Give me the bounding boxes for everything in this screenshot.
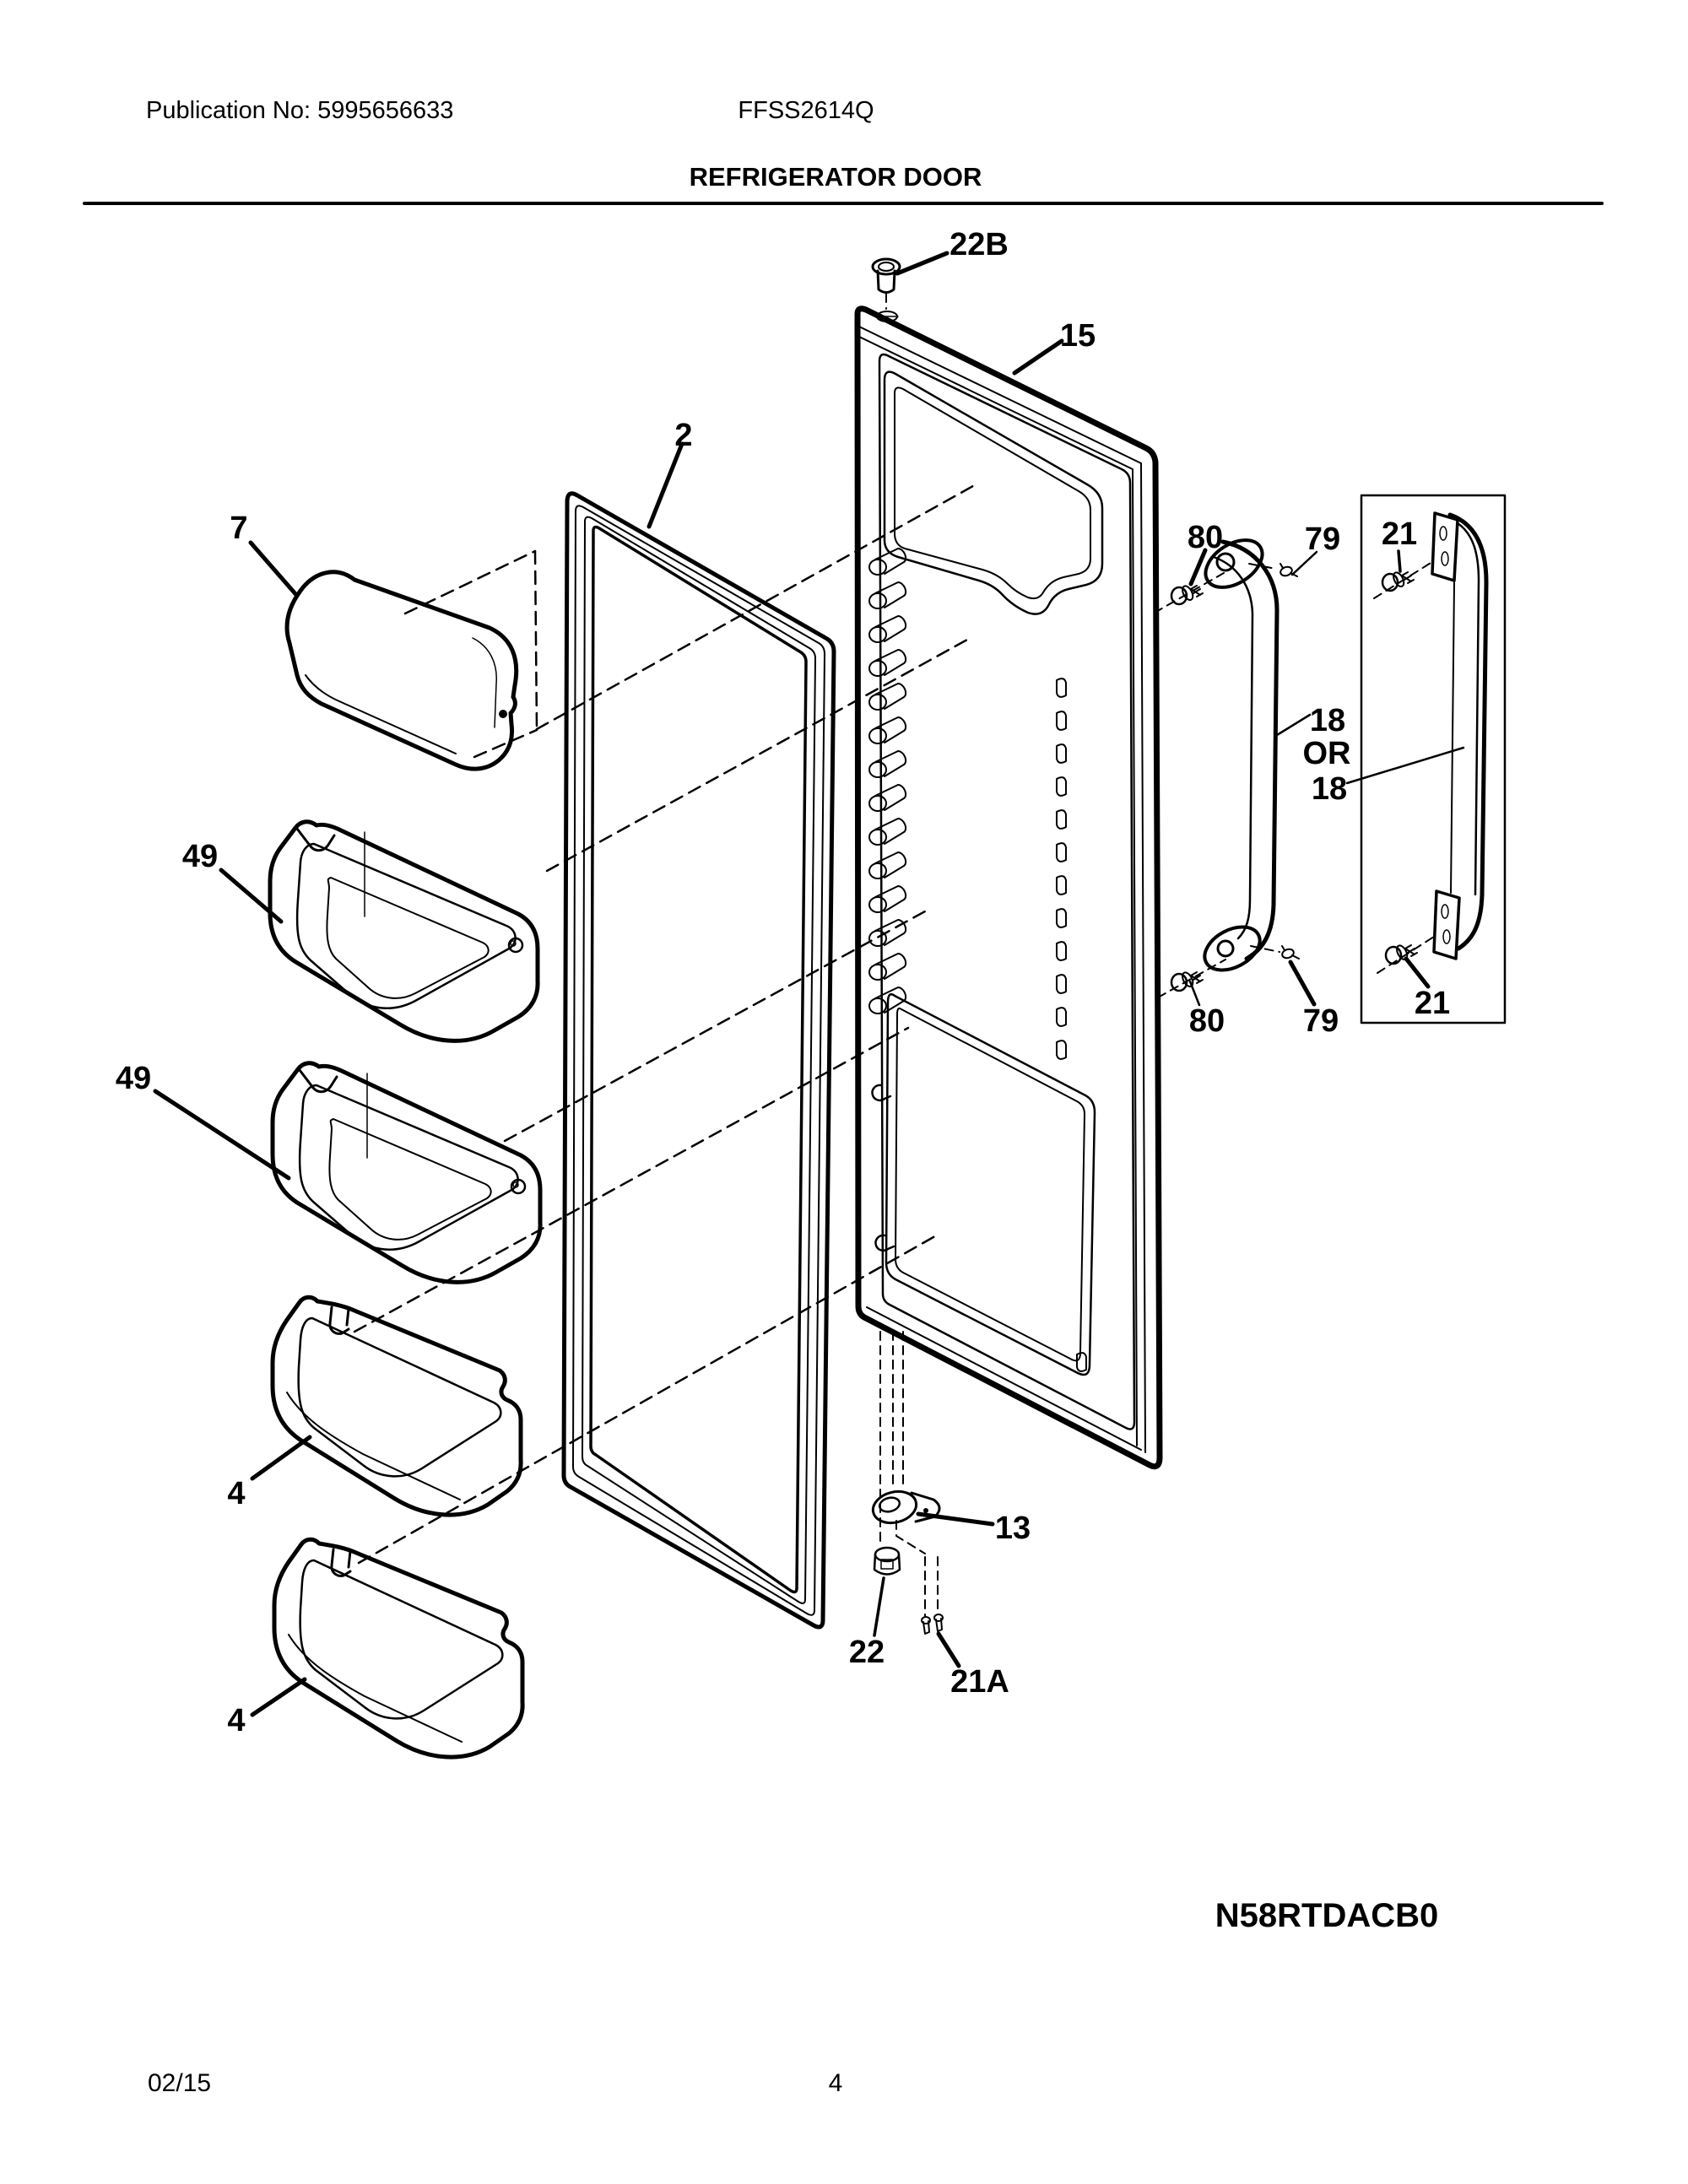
callout-hinge-bushing: 22 <box>849 1635 885 1670</box>
callout-alt-handle-screw-upper: 21 <box>1382 516 1417 552</box>
door-panel-drawing <box>854 305 1163 1470</box>
callout-handle-clip-lower: 79 <box>1303 1003 1339 1039</box>
callout-hinge-bracket: 13 <box>995 1511 1031 1546</box>
callout-door-bin-upper: 49 <box>182 839 218 874</box>
callout-door-gasket: 2 <box>674 418 692 453</box>
alternate-handle-box <box>1360 494 1507 1024</box>
handle-clip-upper-drawing <box>1278 563 1298 579</box>
callout-alt-handle: 18 <box>1312 771 1347 807</box>
callout-dairy-door: 7 <box>230 511 247 546</box>
callout-handle-screw-upper: 80 <box>1188 520 1223 555</box>
footer-page-number: 4 <box>829 2069 843 2097</box>
callout-handle: 18 <box>1310 703 1345 738</box>
callout-hinge-screws: 21A <box>950 1664 1009 1700</box>
callout-alt-handle-screw-lower: 21 <box>1415 986 1450 1021</box>
alt-handle-screw-upper-drawing <box>1381 570 1415 592</box>
callout-door-tray-lower: 4 <box>227 1703 245 1738</box>
door-tray-upper-drawing <box>273 1297 521 1515</box>
door-bin-upper-drawing <box>270 822 538 1041</box>
door-handle-drawing <box>1154 538 1300 998</box>
callout-door-panel: 15 <box>1060 318 1096 354</box>
liner-hook <box>874 1234 895 1252</box>
hinge-bushing-22 <box>873 1546 901 1576</box>
drawing-code: N58RTDACB0 <box>1215 1897 1439 1934</box>
projection-lines <box>353 481 981 1565</box>
publication-number: Publication No: 5995656633 <box>146 97 453 124</box>
callout-top-hinge-pin: 22B <box>950 227 1009 262</box>
liner-hook <box>871 1084 892 1102</box>
alternate-handle-drawing <box>1373 511 1489 974</box>
callout-door-tray-upper: 4 <box>227 1476 245 1511</box>
page-title: REFRIGERATOR DOOR <box>690 162 982 192</box>
door-tray-lower-drawing <box>274 1539 522 1757</box>
callout-or: OR <box>1303 736 1351 771</box>
dairy-door-drawing <box>284 570 519 771</box>
hinge-screw-21a <box>921 1616 931 1635</box>
handle-clip-lower-drawing <box>1280 945 1300 961</box>
footer-date: 02/15 <box>148 2069 211 2097</box>
hinge-screw-21a <box>933 1614 944 1632</box>
door-bin-lower-drawing <box>273 1063 540 1283</box>
door-gasket-drawing <box>561 491 836 1630</box>
callout-handle-screw-lower: 80 <box>1189 1003 1225 1039</box>
top-hinge-pin-drawing <box>871 257 901 310</box>
callout-handle-clip-upper: 79 <box>1305 522 1340 557</box>
model-number: FFSS2614Q <box>738 97 874 124</box>
callout-leaders <box>153 251 1465 1717</box>
alt-handle-screw-lower-drawing <box>1384 943 1419 965</box>
callout-door-bin-lower: 49 <box>116 1061 151 1096</box>
